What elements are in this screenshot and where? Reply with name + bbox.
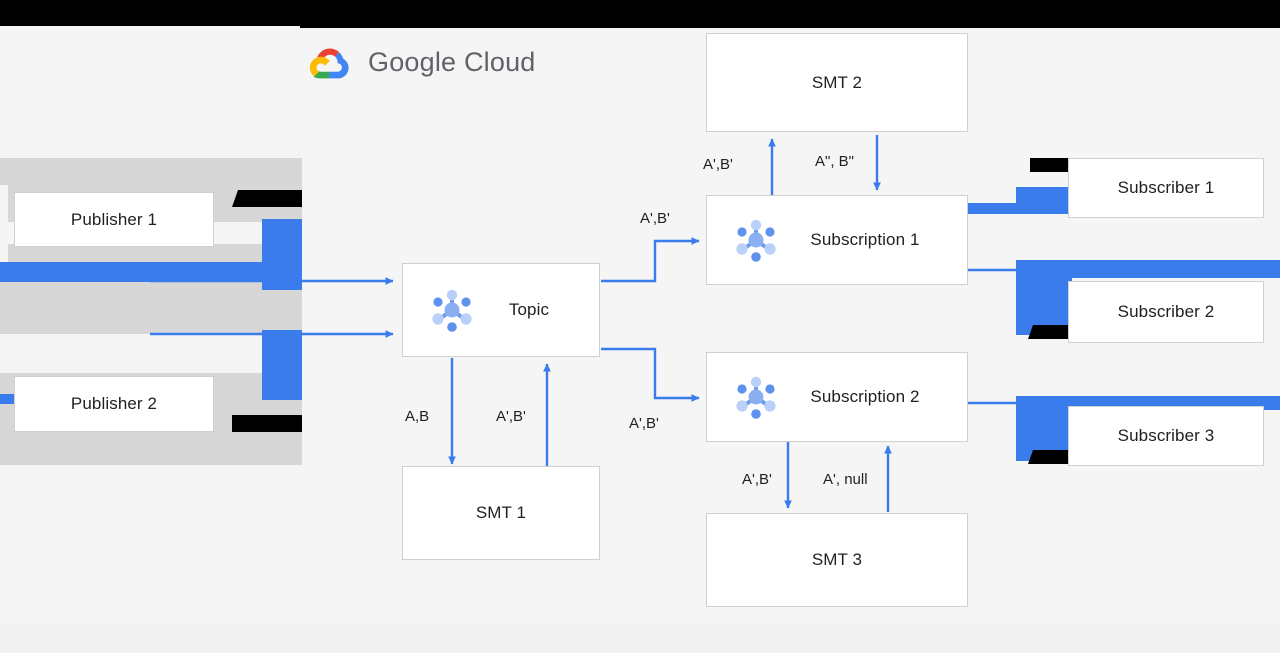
render-artifact-light-band: [0, 345, 302, 373]
brand-name-cloud: Cloud: [463, 47, 536, 77]
node-label: SMT 2: [811, 72, 863, 92]
render-artifact-black-bar: [232, 415, 302, 432]
brand-name-google: Google: [368, 47, 457, 77]
node-label: Subscriber 3: [1117, 426, 1215, 445]
render-artifact-blue-block: [968, 203, 1072, 214]
top-black-bar: [0, 0, 1280, 26]
node-label: Topic: [508, 300, 550, 319]
node-publisher-1[interactable]: Publisher 1: [14, 192, 214, 247]
google-cloud-logo-icon: [308, 44, 354, 82]
edge-label-topic-to-subscription1: A',B': [640, 210, 670, 227]
render-artifact-blue-block: [0, 262, 262, 282]
node-label: Subscriber 2: [1117, 302, 1215, 321]
node-smt-2[interactable]: SMT 2: [706, 33, 968, 132]
pubsub-topic-icon: [423, 281, 481, 339]
bottom-grey-strip: [0, 624, 1280, 653]
node-subscription-1[interactable]: Subscription 1: [706, 195, 968, 285]
edge-label-subscription1-to-smt2: A',B': [703, 156, 733, 173]
node-subscriber-2[interactable]: Subscriber 2: [1068, 281, 1264, 343]
node-smt-3[interactable]: SMT 3: [706, 513, 968, 607]
edge-label-smt1-to-topic: A',B': [496, 408, 526, 425]
node-topic[interactable]: Topic: [402, 263, 600, 357]
render-artifact-blue-block: [1016, 260, 1072, 335]
edge-label-topic-to-smt1: A,B: [405, 408, 430, 425]
node-publisher-2[interactable]: Publisher 2: [14, 376, 214, 432]
brand-wordmark: Google Cloud: [368, 47, 536, 78]
top-black-bar-step: [300, 25, 1280, 28]
edge-label-subscription2-to-smt3: A',B': [742, 471, 772, 488]
node-label: Subscription 2: [810, 387, 920, 406]
edge-label-topic-to-subscription2: A',B': [629, 415, 659, 432]
pubsub-subscription-icon: [727, 211, 785, 269]
pubsub-subscription-icon: [727, 368, 785, 426]
node-smt-1[interactable]: SMT 1: [402, 466, 600, 560]
node-label: Subscriber 1: [1117, 178, 1215, 197]
node-label: SMT 3: [811, 550, 863, 569]
render-artifact-black-bar: [1028, 450, 1070, 464]
render-artifact-light-band: [1264, 145, 1280, 240]
render-artifact-black-bar: [1028, 325, 1070, 339]
edge-label-smt3-to-subscription2: A', null: [823, 471, 868, 488]
render-artifact-black-bar: [232, 190, 302, 207]
google-cloud-logo: Google Cloud: [308, 40, 548, 85]
render-artifact-black-bar: [1030, 158, 1070, 172]
edge-label-smt2-to-subscription1: A", B": [815, 153, 854, 170]
render-artifact-grey-band: [0, 286, 302, 334]
render-artifact-blue-block: [0, 394, 16, 404]
render-artifact-blue-block: [1016, 260, 1280, 278]
node-label: SMT 1: [475, 503, 527, 522]
node-label: Publisher 2: [70, 394, 158, 413]
node-subscriber-3[interactable]: Subscriber 3: [1068, 406, 1264, 466]
node-subscriber-1[interactable]: Subscriber 1: [1068, 158, 1264, 218]
render-artifact-blue-block: [262, 330, 302, 400]
node-subscription-2[interactable]: Subscription 2: [706, 352, 968, 442]
node-label: Subscription 1: [810, 230, 920, 249]
node-label: Publisher 1: [70, 209, 158, 229]
render-artifact-blue-block: [262, 219, 302, 290]
